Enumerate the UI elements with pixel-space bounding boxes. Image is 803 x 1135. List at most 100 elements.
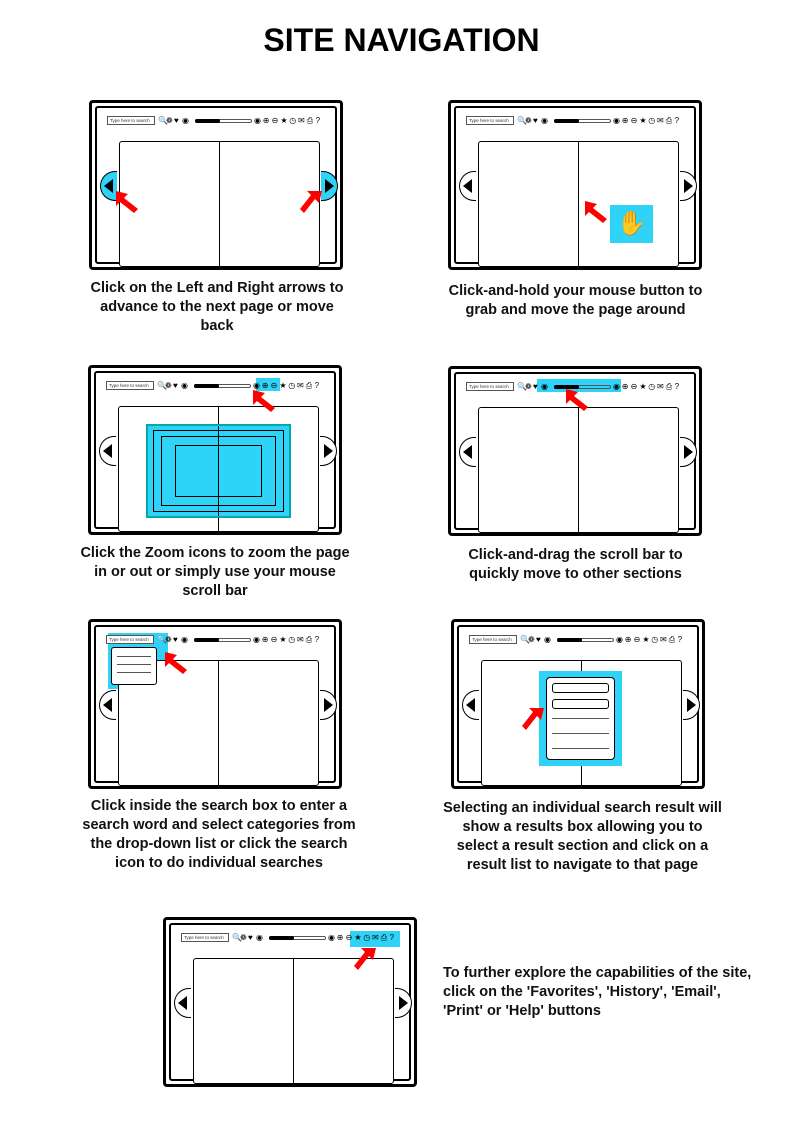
zoom-out-icon[interactable]: ⊖ [345, 933, 353, 942]
prev-icon[interactable]: ◉ [181, 381, 188, 390]
zoom-in-icon[interactable]: ⊕ [621, 116, 629, 125]
email-icon[interactable]: ✉ [298, 116, 305, 125]
help-icon[interactable]: ? [314, 635, 320, 644]
email-icon[interactable]: ✉ [297, 635, 304, 644]
help-icon[interactable]: ? [314, 381, 320, 390]
zoom-in-icon[interactable]: ⊕ [261, 635, 269, 644]
help-icon[interactable]: ? [674, 116, 680, 125]
history-icon[interactable]: ◷ [648, 116, 656, 125]
result-section[interactable] [552, 699, 609, 709]
prev-icon[interactable]: ◉ [181, 635, 188, 644]
favorites-icon[interactable]: ★ [279, 381, 287, 390]
categories-icon[interactable]: ❁ [525, 116, 532, 125]
search-input[interactable]: Type here to search [107, 116, 155, 125]
heart-icon[interactable]: ♥ [173, 381, 178, 390]
zoom-in-icon[interactable]: ⊕ [262, 116, 270, 125]
categories-icon[interactable]: ❁ [528, 635, 535, 644]
favorites-icon[interactable]: ★ [280, 116, 288, 125]
favorites-icon[interactable]: ★ [639, 116, 647, 125]
search-icon[interactable]: 🔍 [520, 635, 530, 644]
print-icon[interactable]: ⎙ [380, 933, 388, 942]
search-icon[interactable]: 🔍 [232, 933, 242, 942]
zoom-in-icon[interactable]: ⊕ [624, 635, 632, 644]
zoom-out-icon[interactable]: ⊖ [630, 382, 638, 391]
zoom-in-icon[interactable]: ⊕ [621, 382, 629, 391]
prev-icon[interactable]: ◉ [256, 933, 263, 942]
categories-icon[interactable]: ❁ [165, 635, 172, 644]
result-list-item[interactable] [552, 733, 609, 734]
dropdown-item[interactable] [117, 656, 151, 657]
favorites-icon[interactable]: ★ [279, 635, 287, 644]
scroll-thumb[interactable] [194, 638, 219, 642]
zoom-out-icon[interactable]: ⊖ [270, 381, 278, 390]
email-icon[interactable]: ✉ [660, 635, 667, 644]
print-icon[interactable]: ⎙ [668, 635, 676, 644]
scroll-thumb[interactable] [554, 385, 579, 389]
zoom-in-icon[interactable]: ⊕ [336, 933, 344, 942]
search-input[interactable]: Type here to search [466, 116, 514, 125]
book-pages[interactable] [119, 141, 320, 267]
result-list-item[interactable] [552, 748, 609, 749]
heart-icon[interactable]: ♥ [173, 635, 178, 644]
print-icon[interactable]: ⎙ [305, 381, 313, 390]
book-pages[interactable] [478, 141, 679, 267]
scroll-left-icon[interactable]: ◉ [613, 382, 620, 391]
categories-icon[interactable]: ❁ [525, 382, 532, 391]
email-icon[interactable]: ✉ [657, 382, 664, 391]
history-icon[interactable]: ◷ [363, 933, 371, 942]
zoom-out-icon[interactable]: ⊖ [630, 116, 638, 125]
favorites-icon[interactable]: ★ [639, 382, 647, 391]
categories-icon[interactable]: ❁ [165, 381, 172, 390]
dropdown-item[interactable] [117, 664, 151, 665]
search-input[interactable]: Type here to search [106, 381, 154, 390]
categories-icon[interactable]: ❁ [240, 933, 247, 942]
print-icon[interactable]: ⎙ [665, 382, 673, 391]
zoom-out-icon[interactable]: ⊖ [633, 635, 641, 644]
print-icon[interactable]: ⎙ [306, 116, 314, 125]
heart-icon[interactable]: ♥ [248, 933, 253, 942]
help-icon[interactable]: ? [315, 116, 321, 125]
search-icon[interactable]: 🔍 [517, 116, 527, 125]
heart-icon[interactable]: ♥ [533, 382, 538, 391]
prev-icon[interactable]: ◉ [544, 635, 551, 644]
email-icon[interactable]: ✉ [657, 116, 664, 125]
scroll-left-icon[interactable]: ◉ [616, 635, 623, 644]
scroll-thumb[interactable] [194, 384, 219, 388]
prev-icon[interactable]: ◉ [182, 116, 189, 125]
search-icon[interactable]: 🔍 [517, 382, 527, 391]
dropdown-item[interactable] [117, 672, 151, 673]
scroll-left-icon[interactable]: ◉ [613, 116, 620, 125]
zoom-in-icon[interactable]: ⊕ [261, 381, 269, 390]
result-list-item[interactable] [552, 718, 609, 719]
scroll-thumb[interactable] [557, 638, 582, 642]
scroll-thumb[interactable] [554, 119, 579, 123]
scroll-left-icon[interactable]: ◉ [254, 116, 261, 125]
scroll-left-icon[interactable]: ◉ [328, 933, 335, 942]
print-icon[interactable]: ⎙ [665, 116, 673, 125]
favorites-icon[interactable]: ★ [354, 933, 362, 942]
heart-icon[interactable]: ♥ [533, 116, 538, 125]
search-input[interactable]: Type here to search [469, 635, 517, 644]
scroll-thumb[interactable] [269, 936, 294, 940]
history-icon[interactable]: ◷ [289, 116, 297, 125]
help-icon[interactable]: ? [677, 635, 683, 644]
scroll-thumb[interactable] [195, 119, 220, 123]
favorites-icon[interactable]: ★ [642, 635, 650, 644]
result-section[interactable] [552, 683, 609, 693]
search-icon[interactable]: 🔍 [157, 381, 167, 390]
help-icon[interactable]: ? [389, 933, 395, 942]
print-icon[interactable]: ⎙ [305, 635, 313, 644]
heart-icon[interactable]: ♥ [174, 116, 179, 125]
categories-icon[interactable]: ❁ [166, 116, 173, 125]
email-icon[interactable]: ✉ [372, 933, 379, 942]
scroll-left-icon[interactable]: ◉ [253, 635, 260, 644]
search-input[interactable]: Type here to search [466, 382, 514, 391]
book-pages[interactable] [478, 407, 679, 533]
help-icon[interactable]: ? [674, 382, 680, 391]
search-icon[interactable]: 🔍 [158, 116, 168, 125]
category-dropdown[interactable] [111, 647, 157, 685]
history-icon[interactable]: ◷ [288, 381, 296, 390]
zoom-out-icon[interactable]: ⊖ [270, 635, 278, 644]
results-box[interactable] [546, 677, 615, 760]
heart-icon[interactable]: ♥ [536, 635, 541, 644]
